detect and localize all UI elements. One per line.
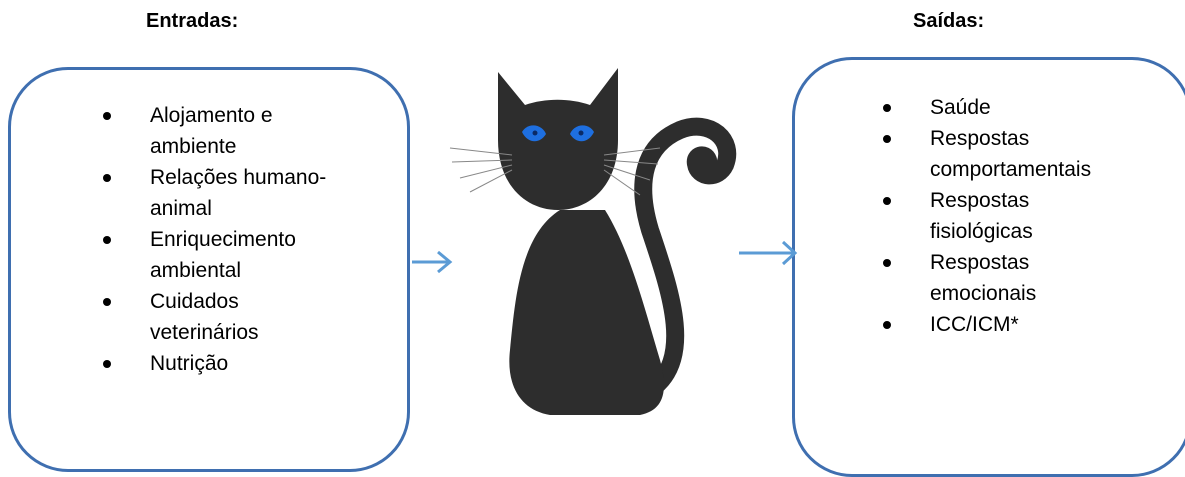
output-arrow-icon — [737, 240, 799, 266]
bullet-icon — [883, 259, 891, 267]
bullet-icon — [883, 135, 891, 143]
inputs-item: Cuidados veterinários — [103, 286, 343, 348]
bullet-icon — [883, 321, 891, 329]
bullet-icon — [103, 298, 111, 306]
outputs-heading: Saídas: — [913, 10, 984, 33]
inputs-item: Alojamento e ambiente — [103, 100, 343, 162]
outputs-item: Saúde — [883, 92, 1133, 123]
bullet-icon — [883, 197, 891, 205]
bullet-icon — [103, 236, 111, 244]
cat-illustration-icon — [440, 60, 740, 430]
inputs-list: Alojamento e ambiente Relações humano-an… — [103, 100, 343, 379]
outputs-item: Respostas emocionais — [883, 247, 1133, 309]
inputs-box: Alojamento e ambiente Relações humano-an… — [8, 67, 410, 472]
outputs-item: ICC/ICM* — [883, 309, 1133, 340]
bullet-icon — [103, 112, 111, 120]
outputs-list: Saúde Respostas comportamentais Resposta… — [883, 92, 1133, 340]
inputs-item: Nutrição — [103, 348, 343, 379]
inputs-item: Enriquecimento ambiental — [103, 224, 343, 286]
inputs-item: Relações humano-animal — [103, 162, 343, 224]
outputs-box: Saúde Respostas comportamentais Resposta… — [792, 57, 1185, 477]
bullet-icon — [103, 174, 111, 182]
bullet-icon — [883, 104, 891, 112]
inputs-heading: Entradas: — [146, 10, 238, 33]
outputs-item: Respostas fisiológicas — [883, 185, 1133, 247]
outputs-item: Respostas comportamentais — [883, 123, 1133, 185]
bullet-icon — [103, 360, 111, 368]
